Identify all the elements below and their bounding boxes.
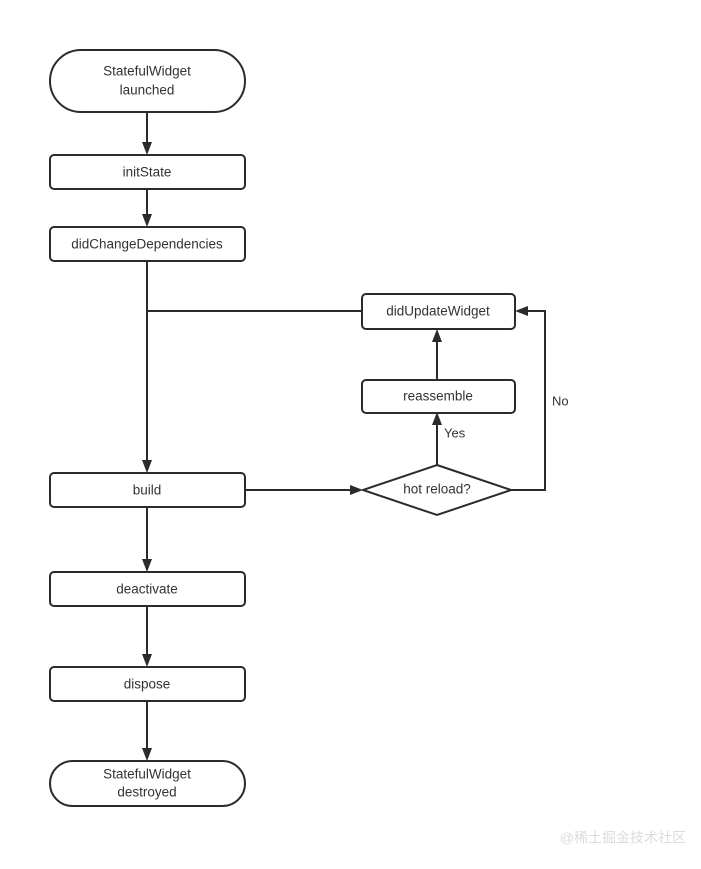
node-didchangedependencies[interactable]: didChangeDependencies xyxy=(49,226,246,262)
nodes-layer: StatefulWidget launched initState didCha… xyxy=(49,49,516,807)
arrowhead-didupdatewidget-from-reassemble xyxy=(432,329,442,342)
node-initstate[interactable]: initState xyxy=(49,154,246,190)
node-didupdatewidget[interactable]: didUpdateWidget xyxy=(361,293,516,330)
arrowhead-reassemble xyxy=(432,412,442,425)
node-dispose[interactable]: dispose xyxy=(49,666,246,702)
arrowhead-destroyed xyxy=(142,748,152,761)
node-label-launched-line2: launched xyxy=(120,83,175,98)
node-deactivate[interactable]: deactivate xyxy=(49,571,246,607)
node-label-destroyed-line2: destroyed xyxy=(117,785,176,800)
arrowhead-didchangedependencies xyxy=(142,214,152,227)
node-label-dispose: dispose xyxy=(124,677,171,692)
node-shape-deactivate xyxy=(49,571,246,607)
watermark: @稀土掘金技术社区 xyxy=(560,830,686,846)
node-shape-destroyed xyxy=(49,760,246,807)
node-label-build: build xyxy=(133,483,162,498)
node-label-didupdatewidget: didUpdateWidget xyxy=(386,304,490,319)
node-shape-hot-reload xyxy=(359,463,515,517)
node-build[interactable]: build xyxy=(49,472,246,508)
node-reassemble[interactable]: reassemble xyxy=(361,379,516,414)
arrowhead-initstate xyxy=(142,142,152,155)
node-hot-reload-decision[interactable]: hot reload? xyxy=(359,463,515,517)
node-statefulwidget-destroyed[interactable]: StatefulWidget destroyed xyxy=(49,760,246,807)
node-shape-didchangedependencies xyxy=(49,226,246,262)
node-shape-launched xyxy=(49,49,246,113)
node-label-deactivate: deactivate xyxy=(116,582,178,597)
node-shape-build xyxy=(49,472,246,508)
node-shape-reassemble xyxy=(361,379,516,414)
edge-hotreload-no-to-didupdatewidget xyxy=(511,310,546,491)
node-shape-didupdatewidget xyxy=(361,293,516,330)
node-label-hot-reload: hot reload? xyxy=(403,482,471,497)
node-label-didchangedependencies: didChangeDependencies xyxy=(71,237,223,252)
node-statefulwidget-launched[interactable]: StatefulWidget launched xyxy=(49,49,246,113)
node-label-reassemble: reassemble xyxy=(403,389,473,404)
node-label-destroyed-line1: StatefulWidget xyxy=(103,767,191,782)
arrowhead-build xyxy=(142,460,152,473)
arrowhead-didupdatewidget-from-no xyxy=(515,306,528,316)
arrowhead-hotreload xyxy=(350,485,363,495)
arrowhead-dispose xyxy=(142,654,152,667)
edge-label-yes: Yes xyxy=(444,425,466,440)
node-shape-dispose xyxy=(49,666,246,702)
edges-layer: reassemble --> Yes right, up, into didUp… xyxy=(142,112,569,761)
edge-label-no: No xyxy=(552,393,569,408)
arrowhead-deactivate xyxy=(142,559,152,572)
node-label-launched-line1: StatefulWidget xyxy=(103,64,191,79)
node-label-initstate: initState xyxy=(123,165,172,180)
node-shape-initstate xyxy=(49,154,246,190)
